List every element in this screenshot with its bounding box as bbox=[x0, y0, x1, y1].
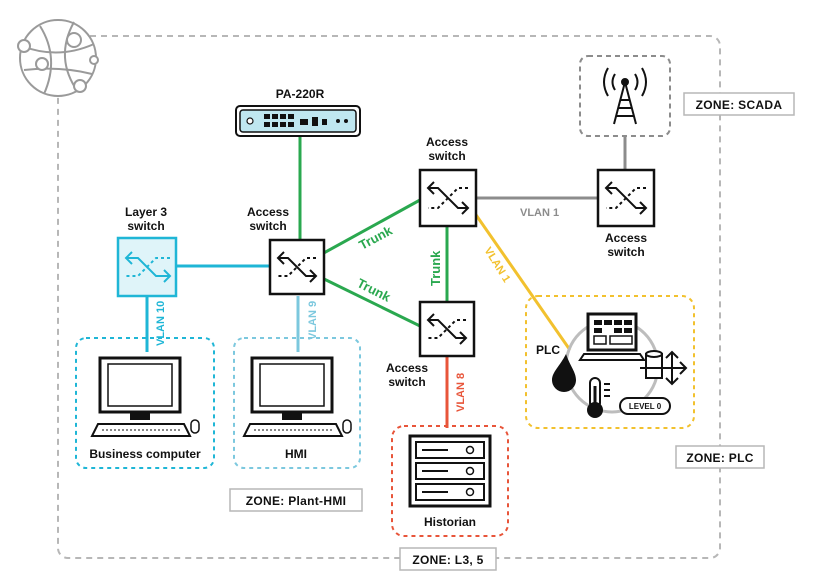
zone-plc-box bbox=[675, 445, 765, 469]
plc-label: PLC bbox=[536, 343, 560, 357]
link-center-bottom bbox=[321, 276, 421, 328]
hmi-computer-icon[interactable] bbox=[242, 356, 352, 437]
historian-label: Historian bbox=[424, 515, 476, 529]
vlan1-yellow-label: VLAN 1 bbox=[481, 245, 512, 285]
trunk-vertical-label: Trunk bbox=[428, 250, 443, 286]
layer3-switch-icon[interactable] bbox=[116, 236, 178, 298]
zone-plant-hmi-box bbox=[229, 488, 363, 512]
historian-zone bbox=[391, 425, 509, 537]
zone-l35-box bbox=[399, 547, 497, 571]
vlan8-label: VLAN 8 bbox=[455, 373, 467, 412]
business-computer-zone bbox=[75, 337, 215, 469]
zone-plant-hmi-label: ZONE: Plant-HMI bbox=[246, 494, 347, 508]
zone-l35-label: ZONE: L3, 5 bbox=[412, 553, 483, 567]
center-switch-icon[interactable] bbox=[268, 238, 326, 296]
firewall-label: PA-220R bbox=[276, 87, 325, 101]
link-top-plc bbox=[472, 211, 572, 351]
server-rack-icon[interactable] bbox=[408, 434, 492, 508]
plc-cluster[interactable] bbox=[552, 312, 688, 418]
bottom-switch-label-line1: Access bbox=[386, 361, 428, 375]
hmi-label: HMI bbox=[285, 447, 307, 461]
link-center-top bbox=[321, 198, 421, 256]
drop-icon bbox=[552, 354, 576, 392]
zone-l35-border bbox=[57, 35, 721, 559]
zone-plc-label: ZONE: PLC bbox=[686, 451, 753, 465]
scada-tower-box bbox=[579, 55, 671, 137]
top-switch-label-line2: switch bbox=[428, 149, 465, 163]
right-switch-label-line2: switch bbox=[607, 245, 644, 259]
right-switch-icon[interactable] bbox=[596, 168, 656, 228]
top-switch-icon[interactable] bbox=[418, 168, 478, 228]
level-label: LEVEL 0 bbox=[629, 402, 662, 411]
right-switch-label-line1: Access bbox=[605, 231, 647, 245]
business-computer-icon[interactable] bbox=[90, 356, 200, 437]
layer3-switch-label-line1: Layer 3 bbox=[125, 205, 167, 219]
trunk-upper-label: Trunk bbox=[356, 222, 395, 252]
center-switch-label-line2: switch bbox=[249, 219, 286, 233]
plc-zone bbox=[525, 295, 695, 429]
firewall-appliance-icon[interactable] bbox=[235, 105, 361, 137]
radio-tower-icon[interactable] bbox=[603, 67, 647, 125]
bottom-switch-icon[interactable] bbox=[418, 300, 476, 358]
vlan9-label: VLAN 9 bbox=[307, 301, 319, 340]
vlan1-grey-label: VLAN 1 bbox=[520, 207, 559, 219]
center-switch-label-line1: Access bbox=[247, 205, 289, 219]
network-globe-icon bbox=[17, 19, 99, 97]
thermometer-icon bbox=[587, 377, 610, 418]
vlan10-label: VLAN 10 bbox=[155, 301, 167, 346]
hmi-zone bbox=[233, 337, 361, 469]
bottom-switch-label-line2: switch bbox=[388, 375, 425, 389]
plc-controller-icon bbox=[578, 312, 646, 361]
top-switch-label-line1: Access bbox=[426, 135, 468, 149]
zone-scada-box bbox=[683, 92, 795, 116]
zone-scada-label: ZONE: SCADA bbox=[696, 98, 783, 112]
layer3-switch-label-line2: switch bbox=[127, 219, 164, 233]
business-computer-label: Business computer bbox=[89, 447, 201, 461]
trunk-lower-label: Trunk bbox=[355, 275, 394, 305]
